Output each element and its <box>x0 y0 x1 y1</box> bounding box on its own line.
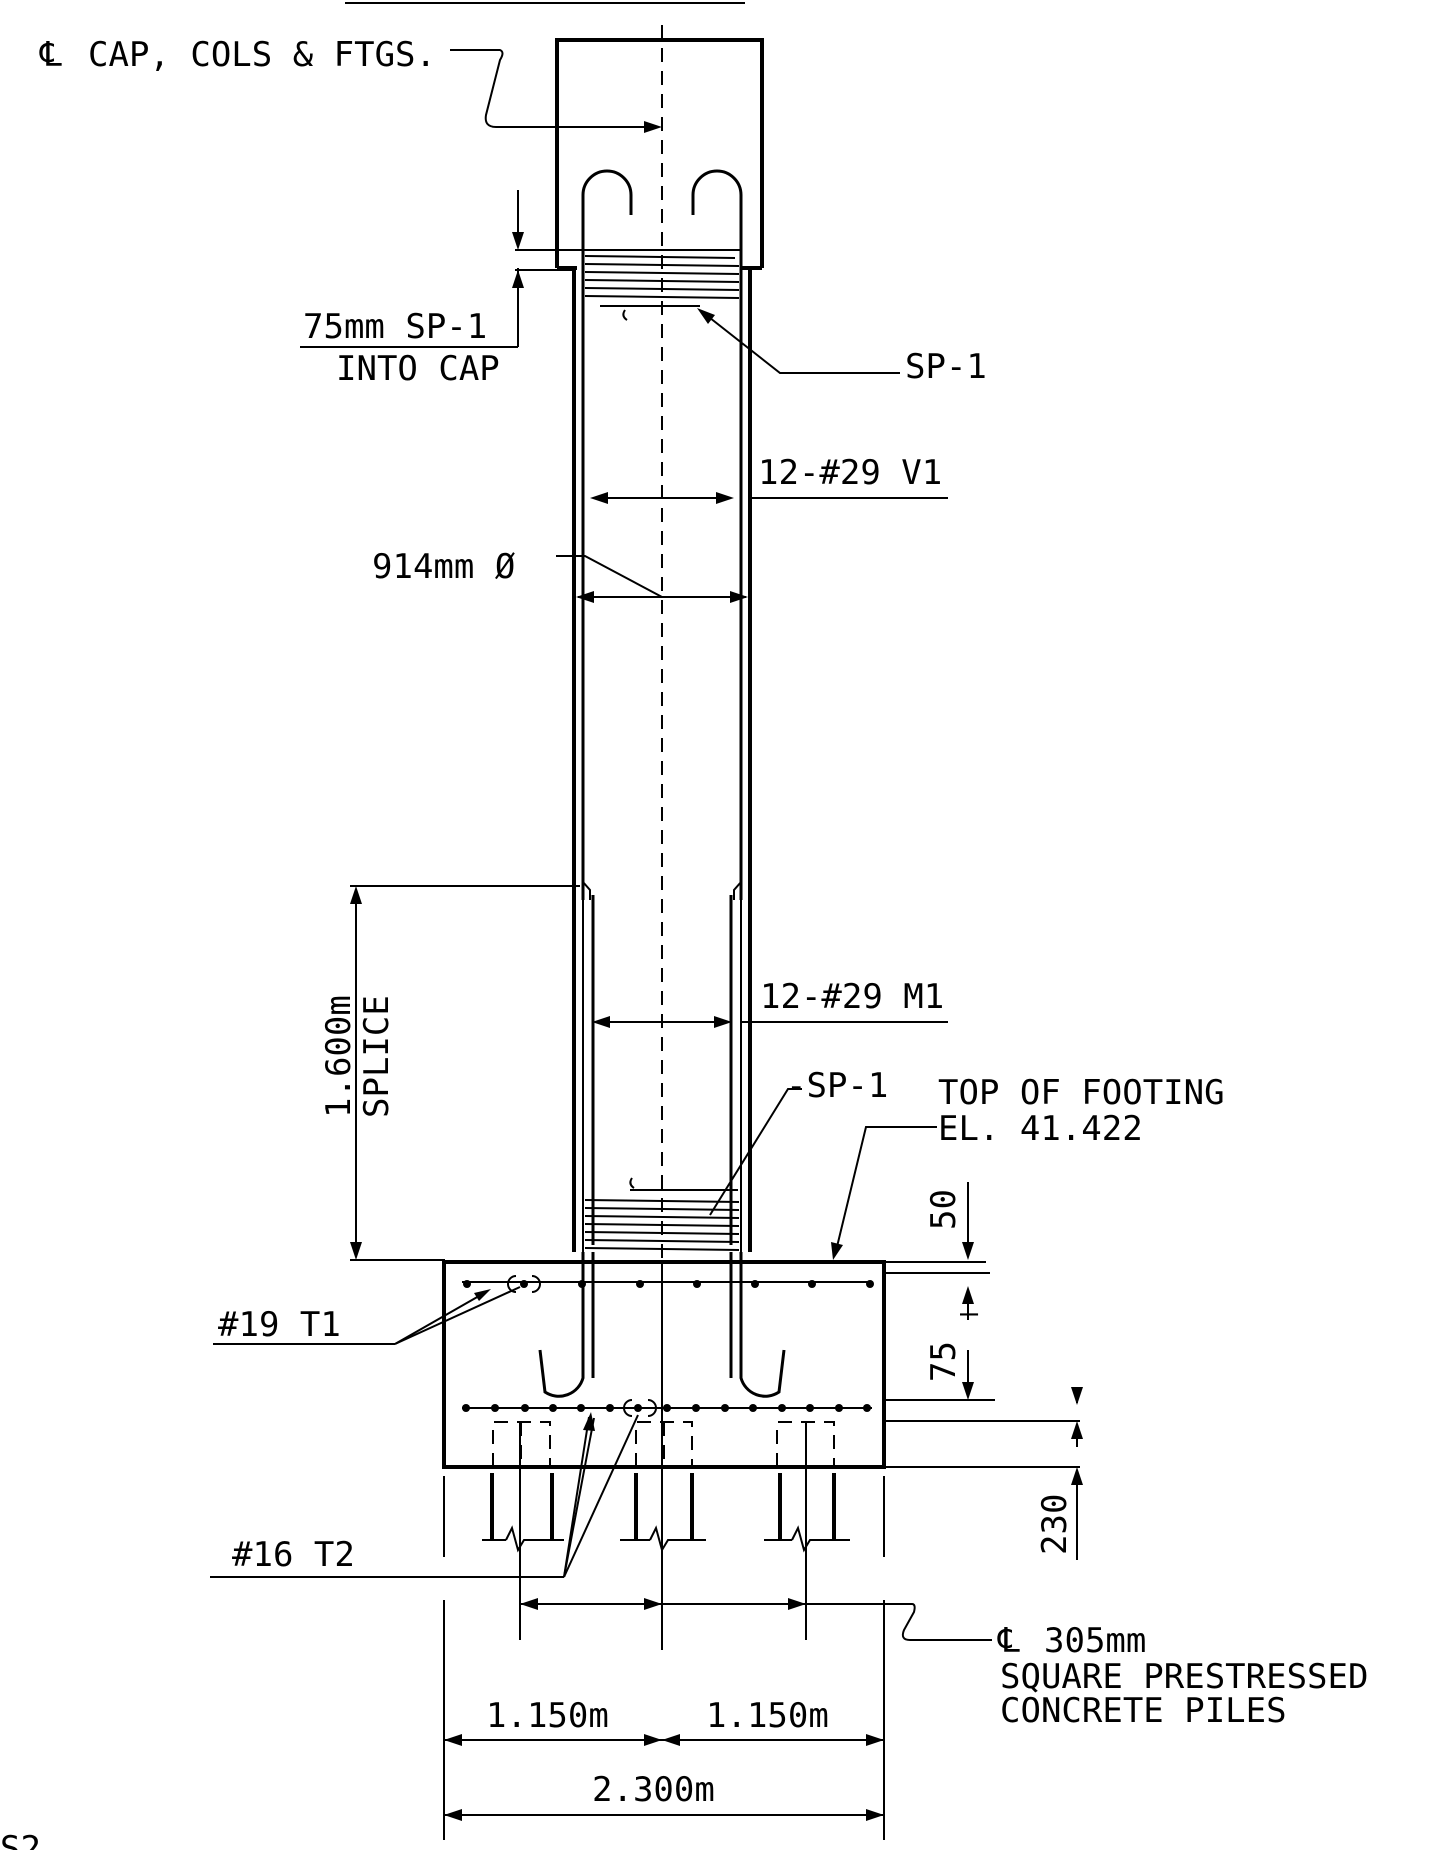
top-of-footing-label: TOP OF FOOTING <box>938 1073 1225 1113</box>
dim-total-2300: 2.300m <box>592 1770 715 1810</box>
column-bars-v1 <box>581 169 743 1245</box>
sp1-into-cap-line2: INTO CAP <box>336 349 500 389</box>
m1-bars-label: 12-#29 M1 <box>760 977 944 1017</box>
sp1-bottom-label: -SP-1 <box>786 1066 888 1106</box>
footing-hooks <box>538 1252 786 1398</box>
sp1-top-label: SP-1 <box>905 347 987 387</box>
piles-type-label: SQUARE PRESTRESSED <box>1000 1657 1368 1697</box>
t2-bars-label: #16 T2 <box>232 1535 355 1575</box>
dim-right-1150: 1.150m <box>706 1696 829 1736</box>
splice-word: SPLICE <box>357 995 397 1118</box>
piles-size-label: 305mm <box>1044 1621 1146 1661</box>
dim-50: 50 <box>924 1189 964 1230</box>
dim-75-arrow-note: – <box>960 1296 979 1331</box>
centerline-symbol: ℄ <box>39 35 62 75</box>
dim-75-right: 75 <box>924 1341 964 1382</box>
centerline-note: CAP, COLS & FTGS. <box>88 35 436 75</box>
v1-bars-label: 12-#29 V1 <box>758 453 942 493</box>
column <box>572 268 752 1252</box>
footing-bars-t2 <box>462 1399 871 1417</box>
diameter-label: 914mm Ø <box>372 547 515 587</box>
sp1-into-cap-line1: 75mm SP-1 <box>303 307 487 347</box>
t1-bars-label: #19 T1 <box>218 1305 341 1345</box>
footing <box>442 1260 886 1469</box>
footing-elevation-label: EL. 41.422 <box>938 1109 1143 1149</box>
piles-material-label: CONCRETE PILES <box>1000 1691 1287 1731</box>
bent-cap <box>555 38 764 270</box>
dim-left-1150: 1.150m <box>486 1696 609 1736</box>
splice-length: 1.600m <box>319 995 359 1118</box>
dim-230: 230 <box>1035 1494 1075 1555</box>
footing-bars-t1 <box>463 1275 874 1293</box>
piles-centerline-symbol: ℄ <box>997 1621 1020 1661</box>
corner-label: S2 <box>0 1829 41 1850</box>
